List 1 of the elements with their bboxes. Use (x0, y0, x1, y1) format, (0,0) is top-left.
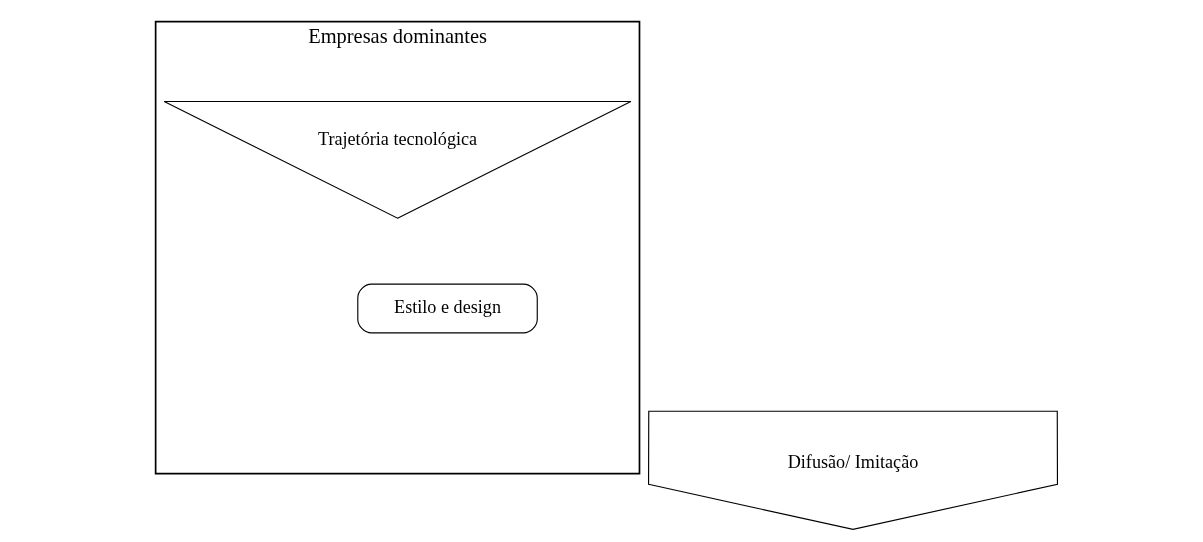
node-box: Estilo e design (356, 283, 538, 334)
